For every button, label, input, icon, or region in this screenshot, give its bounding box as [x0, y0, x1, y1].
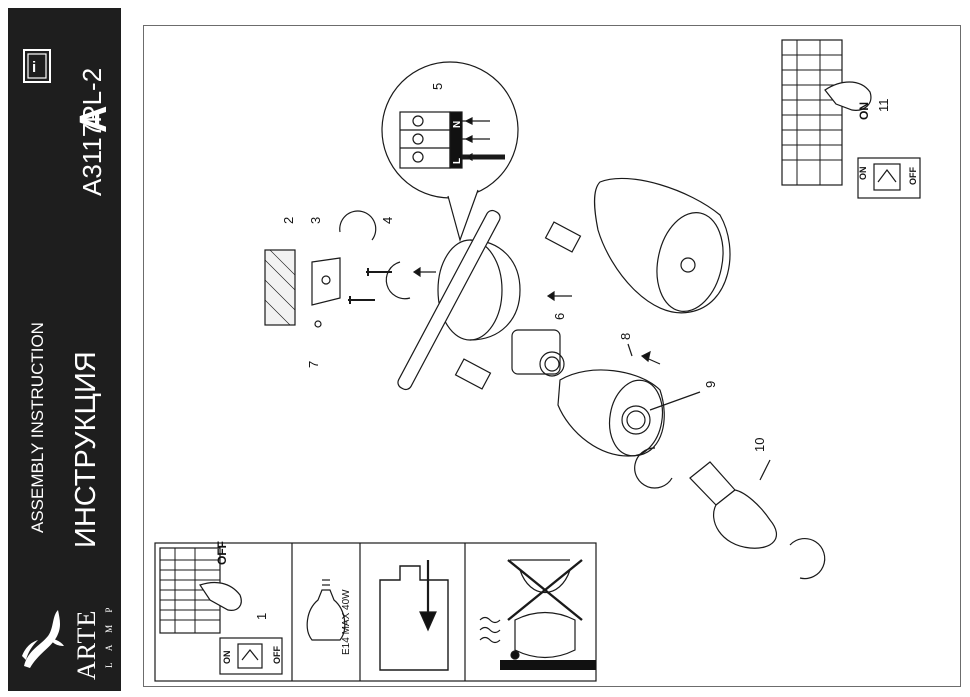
callout-4: 4	[380, 217, 395, 224]
candle-bulb	[634, 447, 826, 580]
warning-panels	[154, 542, 597, 682]
power-off-terminal-panel	[159, 547, 283, 675]
power-on-terminal-panel	[781, 39, 921, 199]
callout-3: 3	[308, 217, 323, 224]
wiring-detail-bubble	[381, 61, 519, 242]
bulb-spec-panel	[306, 579, 346, 641]
terminal-n-label: N	[452, 121, 463, 128]
diagram-frame	[143, 25, 961, 687]
switch-off-label: OFF	[215, 541, 229, 565]
no-touch-warning-panel	[479, 559, 583, 660]
socket-and-lower-shade	[511, 329, 701, 457]
callout-6: 6	[552, 313, 567, 320]
svg-text:i: i	[32, 59, 36, 76]
mounting-hardware	[264, 210, 411, 328]
terminal-l-label: L	[452, 158, 463, 164]
switch-off-label-small: OFF	[272, 646, 282, 664]
switch-on-label-top: ON	[858, 167, 868, 181]
switch-on-label-small: ON	[222, 651, 232, 665]
info-manual-icon: i	[23, 49, 51, 83]
lamp-spec-text: E14 MAX 40W	[341, 589, 352, 655]
switch-on-label: ON	[857, 102, 871, 120]
callout-10: 10	[752, 438, 767, 452]
callout-2: 2	[281, 217, 296, 224]
callout-8: 8	[618, 333, 633, 340]
sidebar: ARTE L A M P ASSEMBLY INSTRUCTION ИНСТРУ…	[8, 8, 121, 691]
callout-11: 11	[876, 99, 891, 113]
callout-1: 1	[254, 613, 269, 620]
indoor-use-panel	[379, 560, 449, 671]
callout-5: 5	[430, 83, 445, 90]
callout-9: 9	[703, 381, 718, 388]
switch-off-label-top: OFF	[908, 167, 918, 185]
upper-lamp-shade	[593, 177, 731, 314]
callout-7: 7	[306, 361, 321, 368]
arte-lamp-logo-icon	[22, 610, 64, 668]
fixture-body	[397, 209, 582, 391]
